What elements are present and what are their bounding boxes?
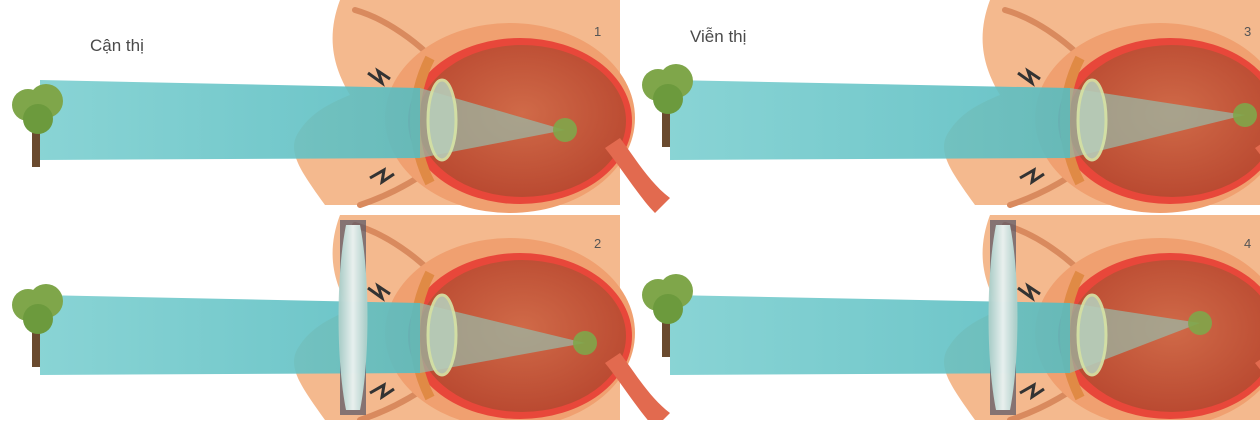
panel-number-1: 1 — [594, 24, 601, 39]
panel-number-4: 4 — [1244, 236, 1251, 251]
crystalline-lens — [1078, 295, 1106, 375]
light-beam-outer — [670, 80, 1070, 160]
myopia-title: Cận thị — [90, 36, 144, 56]
light-beam-outer — [40, 80, 420, 160]
tree-foliage — [653, 84, 683, 114]
eye-panel-2 — [12, 215, 670, 420]
focused-image — [553, 118, 577, 142]
focused-image — [573, 331, 597, 355]
focused-image — [1233, 103, 1257, 127]
crystalline-lens — [1078, 80, 1106, 160]
panel-number-3: 3 — [1244, 24, 1251, 39]
lens-icon — [339, 225, 368, 410]
lens-icon — [989, 225, 1018, 410]
crystalline-lens — [428, 80, 456, 160]
hyperopia-title: Viễn thị — [690, 27, 746, 47]
eye-panel-1 — [12, 0, 670, 213]
focused-image — [1188, 311, 1212, 335]
eye-panel-4 — [642, 215, 1260, 420]
tree-foliage — [23, 304, 53, 334]
panel-number-2: 2 — [594, 236, 601, 251]
tree-foliage — [653, 294, 683, 324]
crystalline-lens — [428, 295, 456, 375]
tree-foliage — [23, 104, 53, 134]
